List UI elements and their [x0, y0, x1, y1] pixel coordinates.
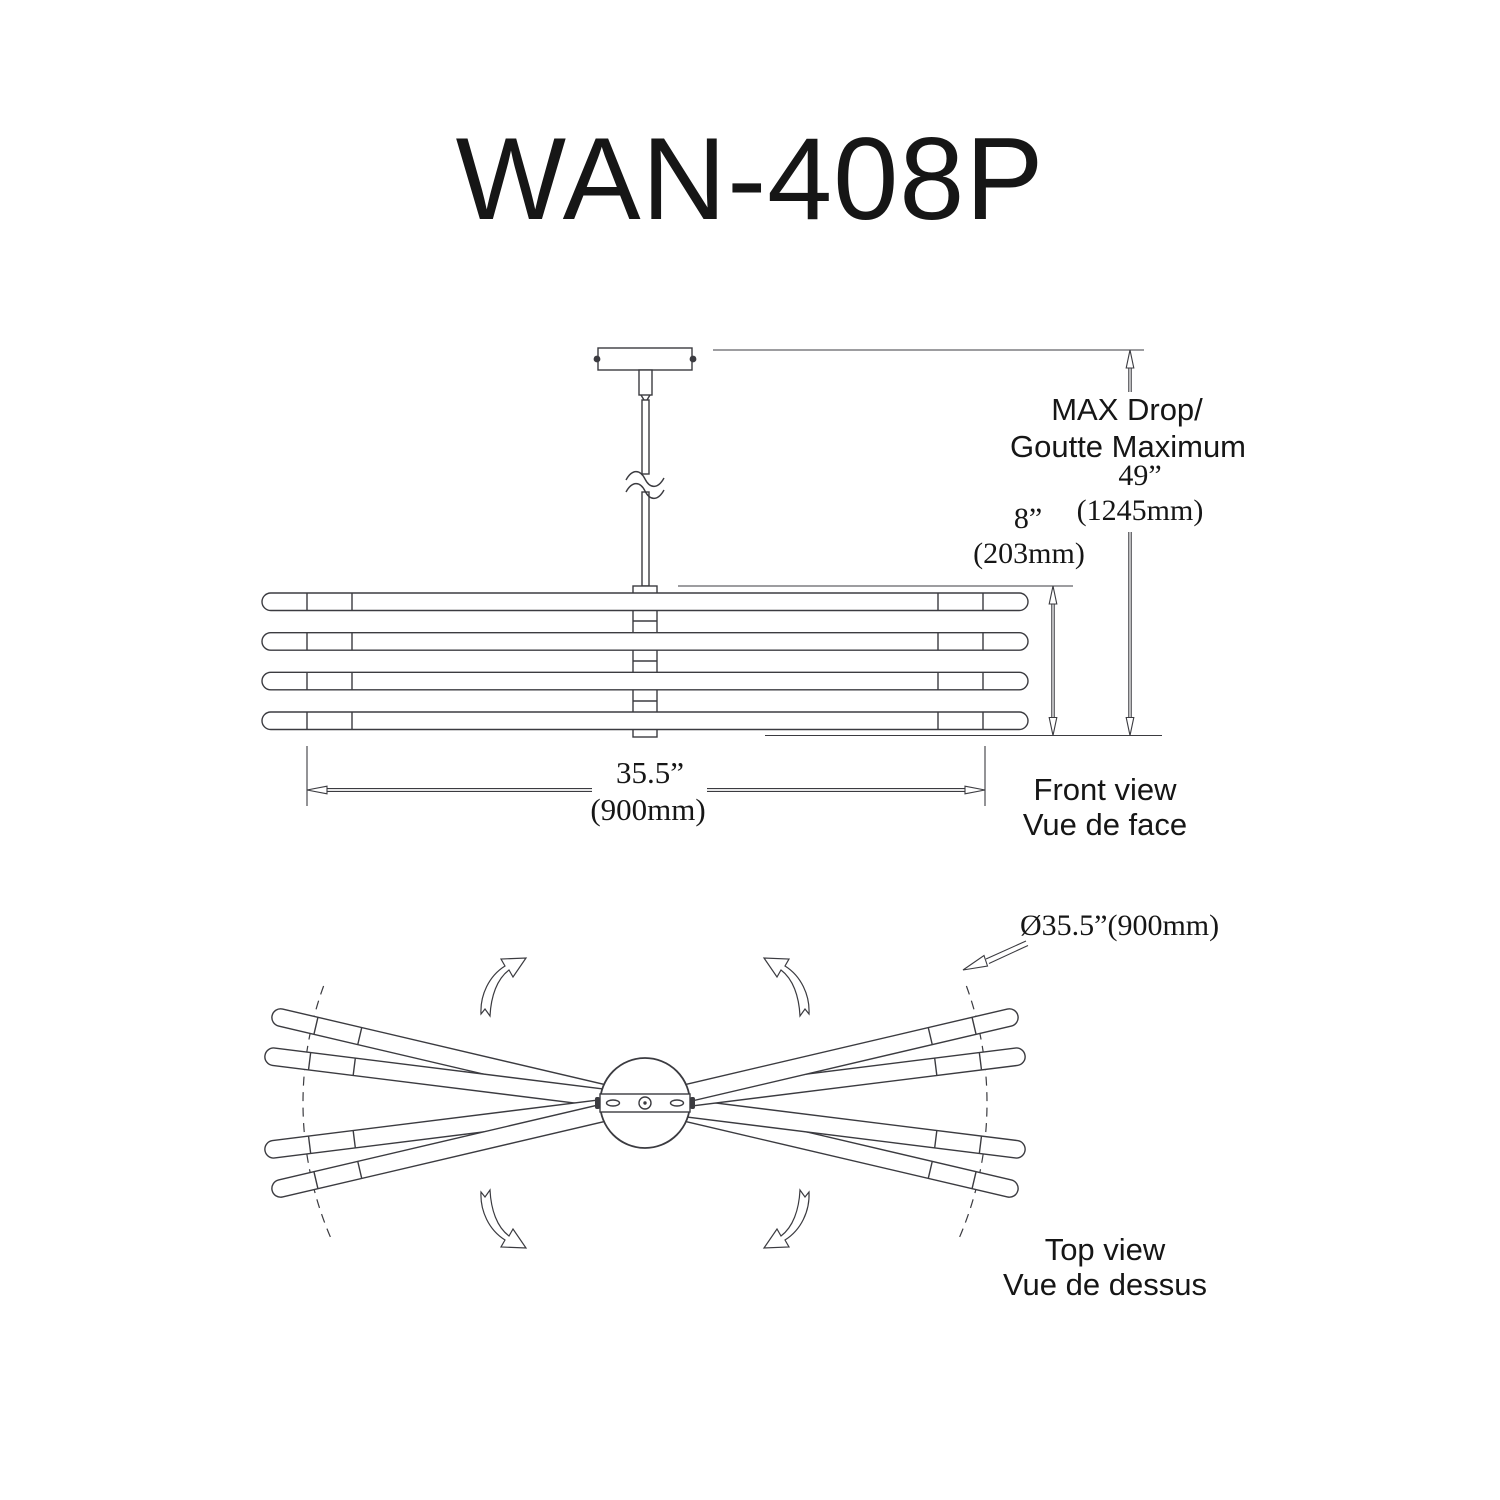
top-view-drawing	[264, 940, 1029, 1249]
light-bar-2	[261, 632, 1029, 651]
light-bars-front	[261, 592, 1029, 731]
dimension-49in	[1125, 349, 1135, 736]
rotation-arrow-top-left	[480, 957, 528, 1018]
dimension-8in	[1048, 585, 1058, 736]
diameter-leader	[962, 940, 1029, 971]
top-view-label-fr: Vue de dessus	[1003, 1267, 1207, 1302]
plate-center-dot	[643, 1101, 647, 1105]
plate-center-hole	[638, 1096, 652, 1110]
rod-taper-joint	[640, 394, 651, 401]
fixture-height-inches-value: 8”	[1013, 502, 1043, 535]
ceiling-canopy	[597, 347, 693, 371]
front-view-drawing	[261, 347, 1162, 806]
swivel-diameter-value: Ø35.5”(900mm)	[1020, 909, 1220, 942]
max-drop-label-line1: MAX Drop/	[1051, 392, 1203, 427]
plate-nub-right	[690, 1097, 695, 1109]
arrowhead-down	[1125, 716, 1135, 736]
plate-slot-left	[605, 1099, 621, 1107]
light-bar-1	[261, 592, 1029, 612]
rod-upper-tube	[638, 369, 653, 396]
plate-nub-left	[595, 1097, 600, 1109]
rotation-arrow-bottom-left	[480, 1188, 528, 1249]
dimension-355in	[306, 746, 986, 806]
top-view-label-en: Top view	[1044, 1232, 1166, 1267]
light-bar-4	[261, 711, 1029, 731]
arrowhead-right	[964, 785, 986, 795]
arrowhead-left	[306, 785, 328, 795]
rod-upper-section	[641, 399, 650, 475]
extension-lines-width	[306, 746, 986, 806]
front-view-label-fr: Vue de face	[1022, 807, 1188, 842]
canopy-screw-right	[689, 355, 697, 363]
arrowhead-up	[1125, 349, 1135, 369]
light-bar-3	[261, 671, 1029, 691]
rod-lower-section	[641, 491, 650, 587]
max-drop-label-line2: Goutte Maximum	[1009, 429, 1247, 464]
plate-slot-right	[669, 1099, 685, 1107]
canopy-screw-left	[593, 355, 601, 363]
break-symbol	[625, 470, 665, 500]
arrowhead-down	[1048, 716, 1058, 736]
rotation-arrow-bottom-right	[762, 1188, 810, 1249]
max-drop-inches-value: 49”	[1118, 459, 1162, 492]
fixture-height-mm-value: (203mm)	[973, 537, 1085, 570]
mounting-plate	[599, 1093, 691, 1113]
stem-block-joints	[633, 620, 657, 702]
fixture-width-inches-value: 35.5”	[615, 755, 685, 790]
product-code-title: WAN-408P	[455, 113, 1045, 244]
rotation-arrows	[480, 957, 810, 1249]
fixture-width-mm-value: (900mm)	[590, 792, 706, 827]
rotation-arrow-top-right	[762, 957, 810, 1018]
max-drop-mm-value: (1245mm)	[1076, 494, 1204, 527]
hanging-rod	[625, 369, 665, 587]
front-view-label-en: Front view	[1033, 772, 1177, 807]
leader-arrowhead	[962, 954, 989, 971]
arrowhead-up	[1048, 585, 1058, 605]
